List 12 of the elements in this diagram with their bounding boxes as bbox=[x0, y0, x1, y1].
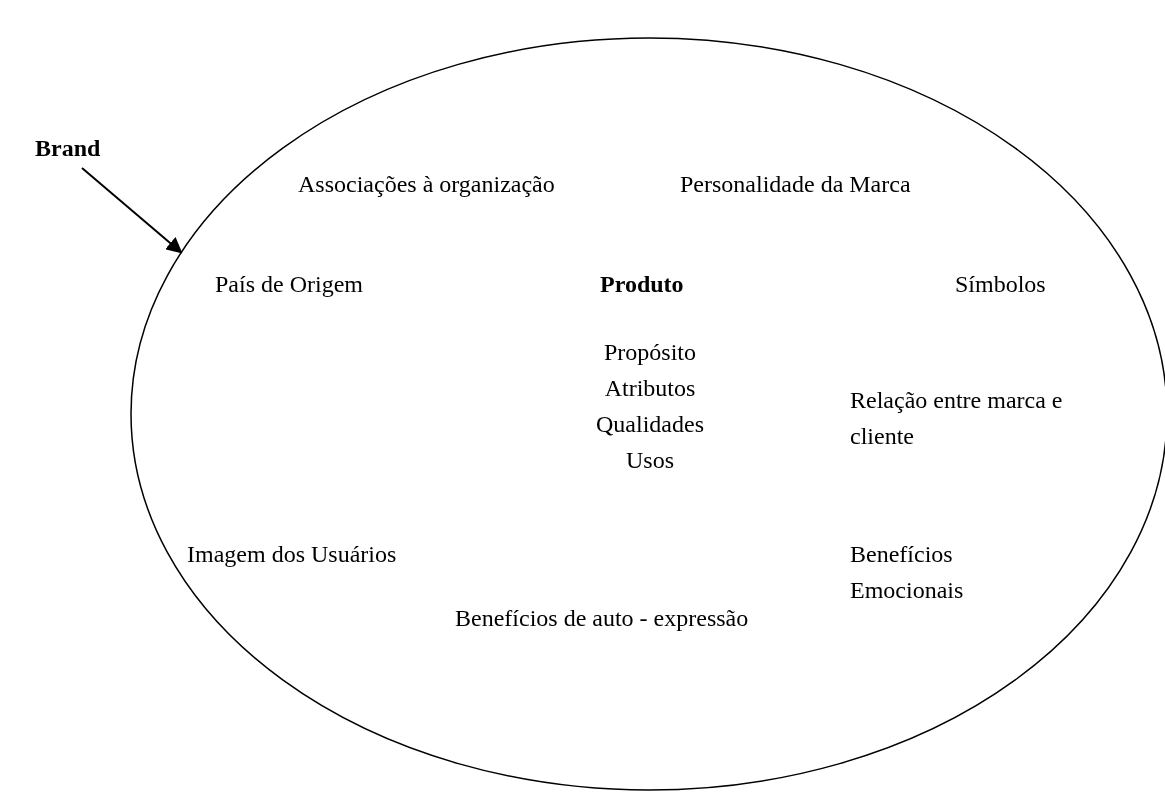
concept-label: Símbolos bbox=[955, 270, 1046, 299]
heading-text: Produto bbox=[600, 270, 684, 299]
concept-label: Propósito Atributos Qualidades Usos bbox=[595, 338, 705, 475]
concept-label: Benefícios Emocionais bbox=[850, 540, 965, 605]
concept-label: Associações à organização bbox=[298, 170, 555, 199]
concept-label: Imagem dos Usuários bbox=[187, 540, 397, 569]
arrow bbox=[81, 167, 183, 254]
concept-label: Personalidade da Marca bbox=[680, 170, 911, 199]
concept-label: Relação entre marca e cliente bbox=[850, 386, 1064, 451]
concept-label: Benefícios de auto - expressão bbox=[455, 604, 749, 633]
callout-label: Brand bbox=[35, 130, 101, 166]
concept-label: País de Origem bbox=[215, 270, 363, 299]
